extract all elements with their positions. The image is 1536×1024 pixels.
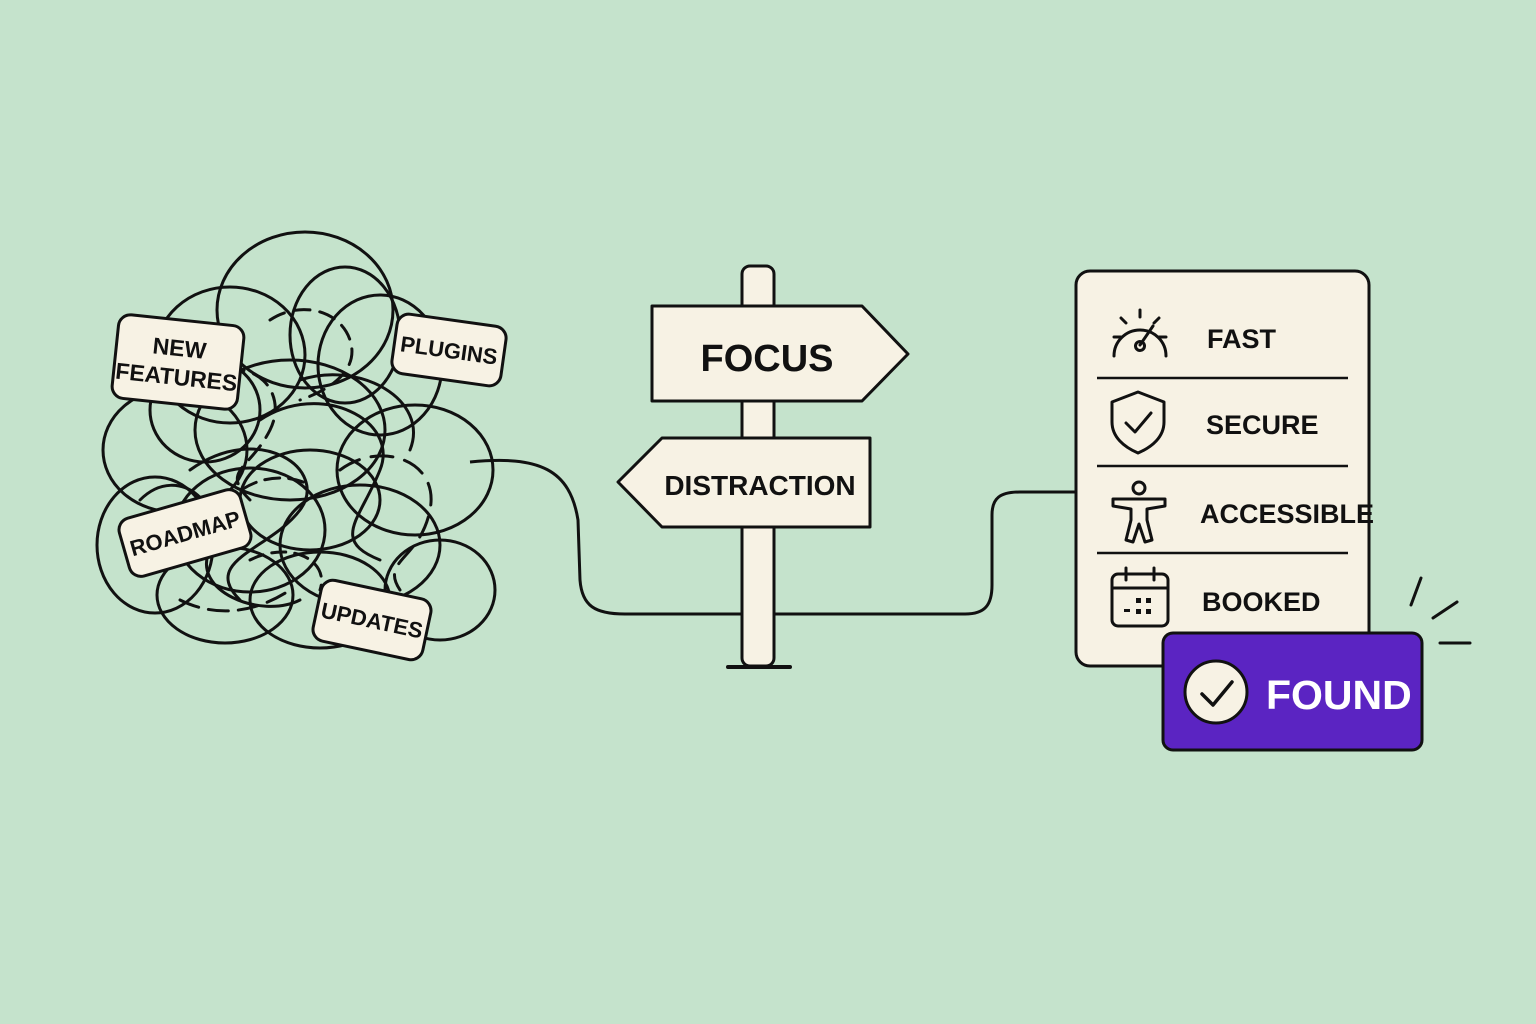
card-row-label: SECURE xyxy=(1206,410,1319,440)
shield-check-icon xyxy=(1110,390,1166,455)
tag-new-features-line1: NEW xyxy=(151,332,207,363)
found-badge: FOUND xyxy=(1161,631,1424,752)
sparkle-lines xyxy=(1409,576,1472,645)
signpost: FOCUS DISTRACTION xyxy=(616,264,910,669)
tag-new-features: NEW FEATURES xyxy=(110,313,246,411)
card-row-label: FAST xyxy=(1207,324,1277,354)
tag-updates: UPDATES xyxy=(311,578,433,662)
speedometer-icon xyxy=(1112,308,1168,358)
feature-card: FAST SECURE ACCESSIBLE xyxy=(1074,269,1374,668)
sign-distraction: DISTRACTION xyxy=(616,436,872,529)
calendar-icon xyxy=(1110,566,1170,628)
sign-focus: FOCUS xyxy=(650,304,910,403)
card-row-label: ACCESSIBLE xyxy=(1200,499,1374,529)
card-row-secure: SECURE xyxy=(1110,390,1319,455)
card-row-label: BOOKED xyxy=(1202,587,1321,617)
calendar-dots xyxy=(1124,598,1151,614)
connector-tangle-to-signpost xyxy=(469,458,742,616)
sign-focus-label: FOCUS xyxy=(701,338,834,380)
sign-distraction-label: DISTRACTION xyxy=(664,470,855,501)
card-row-booked: BOOKED xyxy=(1110,566,1321,628)
found-badge-label: FOUND xyxy=(1266,672,1412,718)
check-circle-icon xyxy=(1183,659,1249,725)
tag-roadmap: ROADMAP xyxy=(117,488,253,578)
accessibility-person-icon xyxy=(1111,480,1167,544)
tag-plugins: PLUGINS xyxy=(390,312,508,388)
card-row-accessible: ACCESSIBLE xyxy=(1111,480,1374,544)
connector-signpost-to-card xyxy=(774,490,1076,616)
card-row-fast: FAST xyxy=(1112,308,1277,358)
